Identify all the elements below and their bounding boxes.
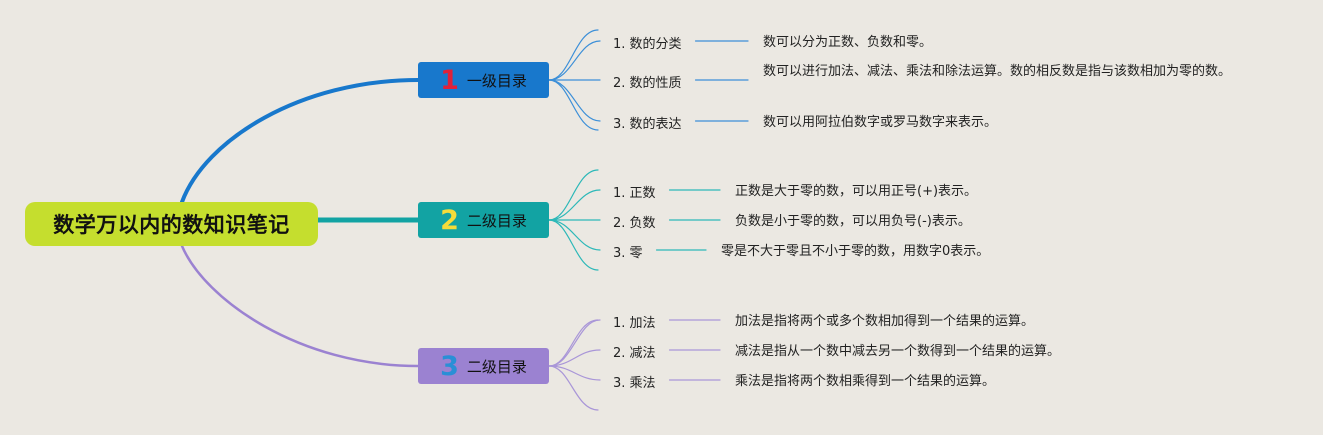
branch-3-fan-bottom <box>548 365 599 411</box>
leaf-2-1-desc: 正数是大于零的数，可以用正号(+)表示。 <box>735 184 978 199</box>
branch-2-number: 2 <box>440 204 459 236</box>
branch-1-fan-bottom <box>548 79 599 131</box>
leaf-3-2[interactable]: 2. 减法 <box>613 346 656 361</box>
leaf-3-2-desc: 减法是指从一个数中减去另一个数得到一个结果的运算。 <box>735 344 1061 359</box>
branch-1-to-leaf-3 <box>548 79 601 122</box>
branch-2[interactable]: 2 二级目录 <box>418 202 549 238</box>
branch-2-to-leaf-1 <box>548 189 601 221</box>
root-to-branch-1-line <box>180 78 420 204</box>
branch-1-fan-top <box>548 29 599 81</box>
leaf-1-1[interactable]: 1. 数的分类 <box>613 37 682 52</box>
branch-1-to-leaf-1 <box>548 40 601 81</box>
branch-3-to-leaf-2 <box>548 349 601 367</box>
leaf-3-1-desc: 加法是指将两个或多个数相加得到一个结果的运算。 <box>735 314 1035 329</box>
leaf-2-2-desc: 负数是小于零的数，可以用负号(-)表示。 <box>735 214 971 229</box>
root-to-branch-3-line <box>180 244 420 368</box>
leaf-3-3-desc: 乘法是指将两个数相乘得到一个结果的运算。 <box>735 374 996 389</box>
branch-3-to-leaf-3 <box>548 365 601 381</box>
leaf-2-3-desc: 零是不大于零且不小于零的数，用数字0表示。 <box>721 244 990 259</box>
branch-1-label: 一级目录 <box>466 71 527 90</box>
root-topic[interactable]: 数学万以内的数知识笔记 <box>25 202 318 246</box>
leaf-1-3-desc: 数可以用阿拉伯数字或罗马数字来表示。 <box>763 115 998 130</box>
branch-2-fan-bottom <box>548 219 599 271</box>
leaf-1-3[interactable]: 3. 数的表达 <box>613 117 682 132</box>
branch-1-number: 1 <box>440 64 459 96</box>
leaf-2-2[interactable]: 2. 负数 <box>613 216 656 231</box>
leaf-2-3[interactable]: 3. 零 <box>613 246 643 261</box>
branch-3-label: 二级目录 <box>466 357 527 376</box>
leaf-2-1[interactable]: 1. 正数 <box>613 186 656 201</box>
branch-3-number: 3 <box>440 350 459 382</box>
leaf-3-3[interactable]: 3. 乘法 <box>613 376 656 391</box>
branch-2-label: 二级目录 <box>466 211 527 230</box>
branch-1[interactable]: 1 一级目录 <box>418 62 549 98</box>
branch-2-to-leaf-3 <box>548 219 601 251</box>
branch-3-to-leaf-1 <box>548 319 601 367</box>
leaf-1-1-desc: 数可以分为正数、负数和零。 <box>763 35 933 50</box>
leaf-3-1[interactable]: 1. 加法 <box>613 316 656 331</box>
root-title: 数学万以内的数知识笔记 <box>53 213 290 237</box>
branch-3[interactable]: 3 二级目录 <box>418 348 549 384</box>
branch-2-fan-top <box>548 169 599 221</box>
leaf-1-2-desc: 数可以进行加法、减法、乘法和除法运算。数的相反数是指与该数相加为零的数。 <box>763 64 1232 79</box>
leaf-1-2[interactable]: 2. 数的性质 <box>613 76 682 91</box>
